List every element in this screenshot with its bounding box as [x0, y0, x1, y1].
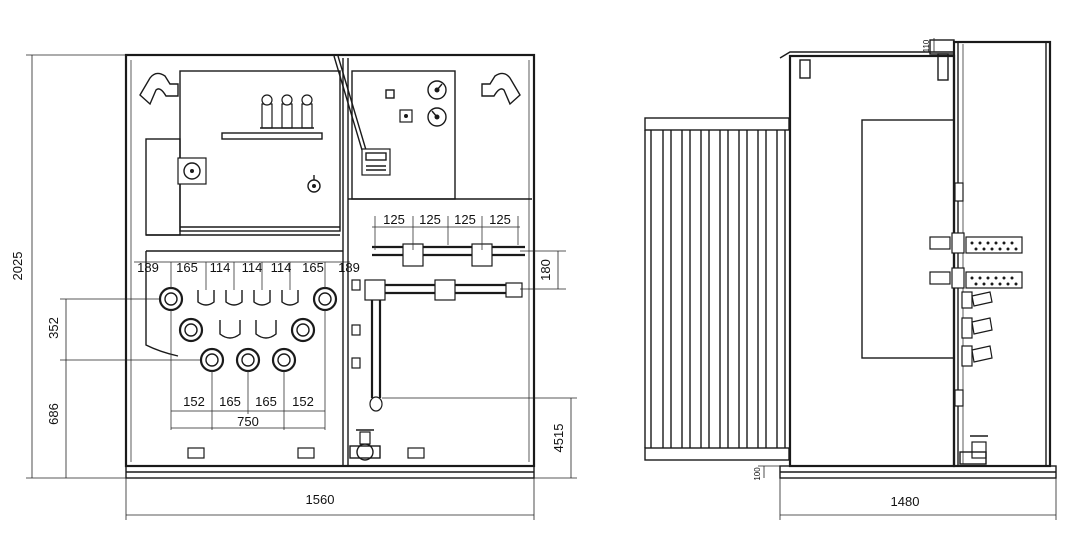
radiator-fins — [644, 117, 790, 461]
dim-side-top: 110 — [922, 39, 931, 52]
drain-valve — [349, 429, 381, 461]
right-lift-hook — [481, 72, 521, 106]
front-view: 2025 686 352 189 165 114 114 114 165 189… — [10, 53, 577, 520]
transformer-tank — [179, 70, 341, 232]
dim-row-top-4: 114 — [242, 260, 263, 275]
dim-row-bottom-2: 165 — [219, 394, 241, 409]
dim-row-top-2: 165 — [176, 260, 198, 275]
lv-terminal-plate-upper — [929, 232, 1023, 254]
hv-terminal-row-bottom — [199, 347, 297, 373]
dim-lv-right-height: 4515 — [551, 424, 566, 453]
dim-row-top-1: 189 — [137, 260, 159, 275]
hv-terminal-row-top — [158, 286, 338, 312]
row-top-dimensions: 189 165 114 114 114 165 189 — [137, 260, 360, 275]
side-enclosure — [952, 40, 1052, 468]
dim-row-top-6: 165 — [302, 260, 324, 275]
control-box — [351, 70, 456, 200]
dim-row-bottom-3: 165 — [255, 394, 277, 409]
dim-overall-height: 2025 — [10, 252, 25, 281]
dim-row-bottom-4: 152 — [292, 394, 314, 409]
dim-side-width: 1480 — [891, 494, 920, 509]
lv-busbars — [364, 243, 525, 412]
dim-lv-pitch-3: 125 — [454, 212, 476, 227]
dim-lv-pitch-1: 125 — [383, 212, 405, 227]
hv-terminal-row-middle — [178, 317, 316, 343]
dim-side-bottom: 100 — [753, 467, 762, 481]
hv-bushings — [260, 94, 314, 129]
dim-row-bottom-1: 152 — [183, 394, 205, 409]
dim-row-top-5: 114 — [271, 260, 292, 275]
left-lift-hook — [139, 72, 179, 106]
side-view: 1480 110 100 — [644, 38, 1057, 520]
dim-row-top-7: 189 — [338, 260, 360, 275]
meter-upper — [427, 80, 447, 100]
side-drain-valve — [959, 435, 988, 465]
temperature-gauge — [177, 157, 207, 185]
meter-lower — [427, 107, 447, 127]
dim-row-top-3: 114 — [210, 260, 231, 275]
dim-lv-pitch-4: 125 — [489, 212, 511, 227]
side-tank — [788, 54, 956, 468]
dim-bottom-span: 750 — [237, 414, 259, 429]
electricity-meter — [361, 148, 391, 176]
lv-terminal-plate-lower — [929, 267, 1023, 289]
lv-pitch-dimensions: 125 125 125 125 — [383, 212, 511, 227]
hv-side-terminals — [961, 291, 993, 367]
oil-level-gauge — [307, 175, 321, 193]
dim-lv-height: 180 — [538, 259, 553, 281]
row-bottom-dimensions: 152 165 165 152 — [183, 394, 314, 409]
dim-lv-pitch-2: 125 — [419, 212, 441, 227]
dim-hv-height: 686 — [46, 403, 61, 425]
dim-overall-width: 1560 — [306, 492, 335, 507]
dim-hv-spacing: 352 — [46, 317, 61, 339]
